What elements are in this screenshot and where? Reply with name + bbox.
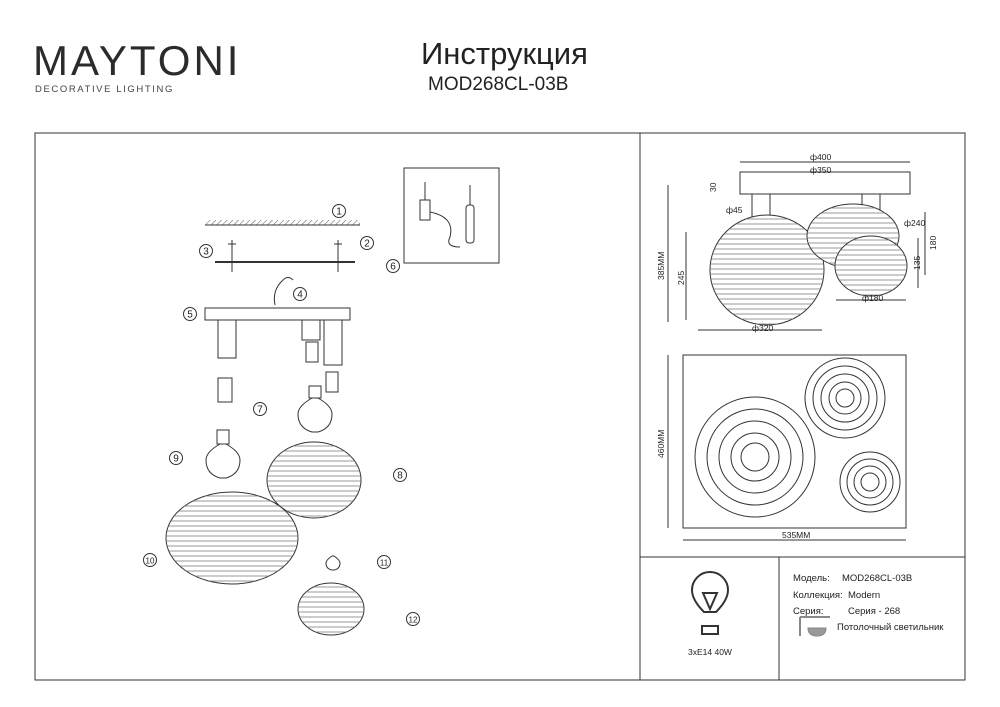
step-number: 4 <box>297 290 303 301</box>
page-title: Инструкция <box>421 36 588 71</box>
brand-tagline: DECORATIVE LIGHTING <box>35 84 174 95</box>
bulb-step-7 <box>297 397 333 433</box>
screwdriver-icon <box>465 185 475 244</box>
globe-outline <box>709 214 825 326</box>
dim-d180: ф180 <box>862 293 883 303</box>
step-marker-circle <box>377 555 391 569</box>
tools-inset <box>403 167 500 264</box>
dim-top-height: 460MM <box>656 430 666 458</box>
bulb-step-11 <box>325 555 341 571</box>
dim-h385: 385MM <box>656 252 666 280</box>
socket-2 <box>325 371 339 393</box>
step-number: 9 <box>173 454 179 465</box>
ribbed-glass-globe <box>834 235 908 297</box>
step-marker-circle <box>169 451 183 465</box>
dim-top-width: 535MM <box>782 530 810 540</box>
ribbed-glass-globe <box>297 582 365 636</box>
step-number: 1 <box>336 207 342 218</box>
arm-3 <box>301 319 321 341</box>
step-marker-circle <box>386 259 400 273</box>
step-number: 5 <box>187 310 193 321</box>
spec-series-label: Серия: <box>793 606 824 617</box>
spec-collection-label: Коллекция: <box>793 590 843 601</box>
dim-d400: ф400 <box>810 152 831 162</box>
step-marker-circle <box>253 402 267 416</box>
spec-type-value: Потолочный светильник <box>837 622 944 633</box>
dim-d320: ф320 <box>752 323 773 333</box>
globe-outline <box>266 441 362 519</box>
spec-model-value: MOD268CL-03B <box>842 573 912 584</box>
top-view-frame <box>682 354 907 529</box>
bulb-step-9 <box>205 443 241 479</box>
step-number: 8 <box>397 471 403 482</box>
canopy <box>204 307 351 321</box>
dim-h135: 135 <box>912 256 922 270</box>
step-marker-circle <box>293 287 307 301</box>
dim-d45: ф45 <box>726 205 743 215</box>
brand-logo: MAYTONI DECORATIVE LIGHTING <box>33 37 242 96</box>
step-number: 7 <box>257 405 263 416</box>
socket-1 <box>217 377 233 403</box>
top-view-discs <box>694 357 901 518</box>
dim-d350: ф350 <box>810 165 831 175</box>
wire-connector-icon <box>419 182 461 248</box>
dim-h30: 30 <box>708 182 718 192</box>
arm-1 <box>217 319 237 359</box>
step-marker-circle <box>183 307 197 321</box>
spec-collection-value: Modern <box>848 590 880 601</box>
spec-model-label: Модель: <box>793 573 830 584</box>
step-marker-circle <box>393 468 407 482</box>
dim-h180: 180 <box>928 236 938 250</box>
step-number: 12 <box>409 616 418 625</box>
dim-d240: ф240 <box>904 218 925 228</box>
ceiling-lamp-icon <box>799 616 830 637</box>
step-marker-circle <box>143 553 157 567</box>
outer-frame <box>34 132 966 681</box>
spec-series-value: Серия - 268 <box>848 606 900 617</box>
step-number: 2 <box>364 239 370 250</box>
ribbed-glass-globe <box>266 441 362 519</box>
bulb-symbol-icon <box>690 571 730 635</box>
ribbed-glass-globe <box>165 491 299 585</box>
side-canopy <box>739 171 911 195</box>
model-code: MOD268CL-03B <box>428 74 569 95</box>
step-number: 11 <box>380 559 389 568</box>
ceiling-hatch <box>205 220 360 225</box>
step-marker-circle <box>406 612 420 626</box>
screws <box>228 240 342 272</box>
step-number: 10 <box>146 557 155 566</box>
bulb-spec: 3xE14 40W <box>688 647 732 657</box>
dim-h245: 245 <box>676 271 686 285</box>
step-marker-circle <box>360 236 374 250</box>
step-marker-circle <box>199 244 213 258</box>
step-number: 3 <box>203 247 209 258</box>
brand-name: MAYTONI <box>33 37 242 84</box>
wires <box>273 277 294 306</box>
step-number: 6 <box>390 262 396 273</box>
globe-outline <box>834 235 908 297</box>
arm-2 <box>323 319 343 366</box>
step-marker-circle <box>332 204 346 218</box>
ribbed-glass-globe <box>709 214 825 326</box>
socket-3 <box>305 341 319 363</box>
